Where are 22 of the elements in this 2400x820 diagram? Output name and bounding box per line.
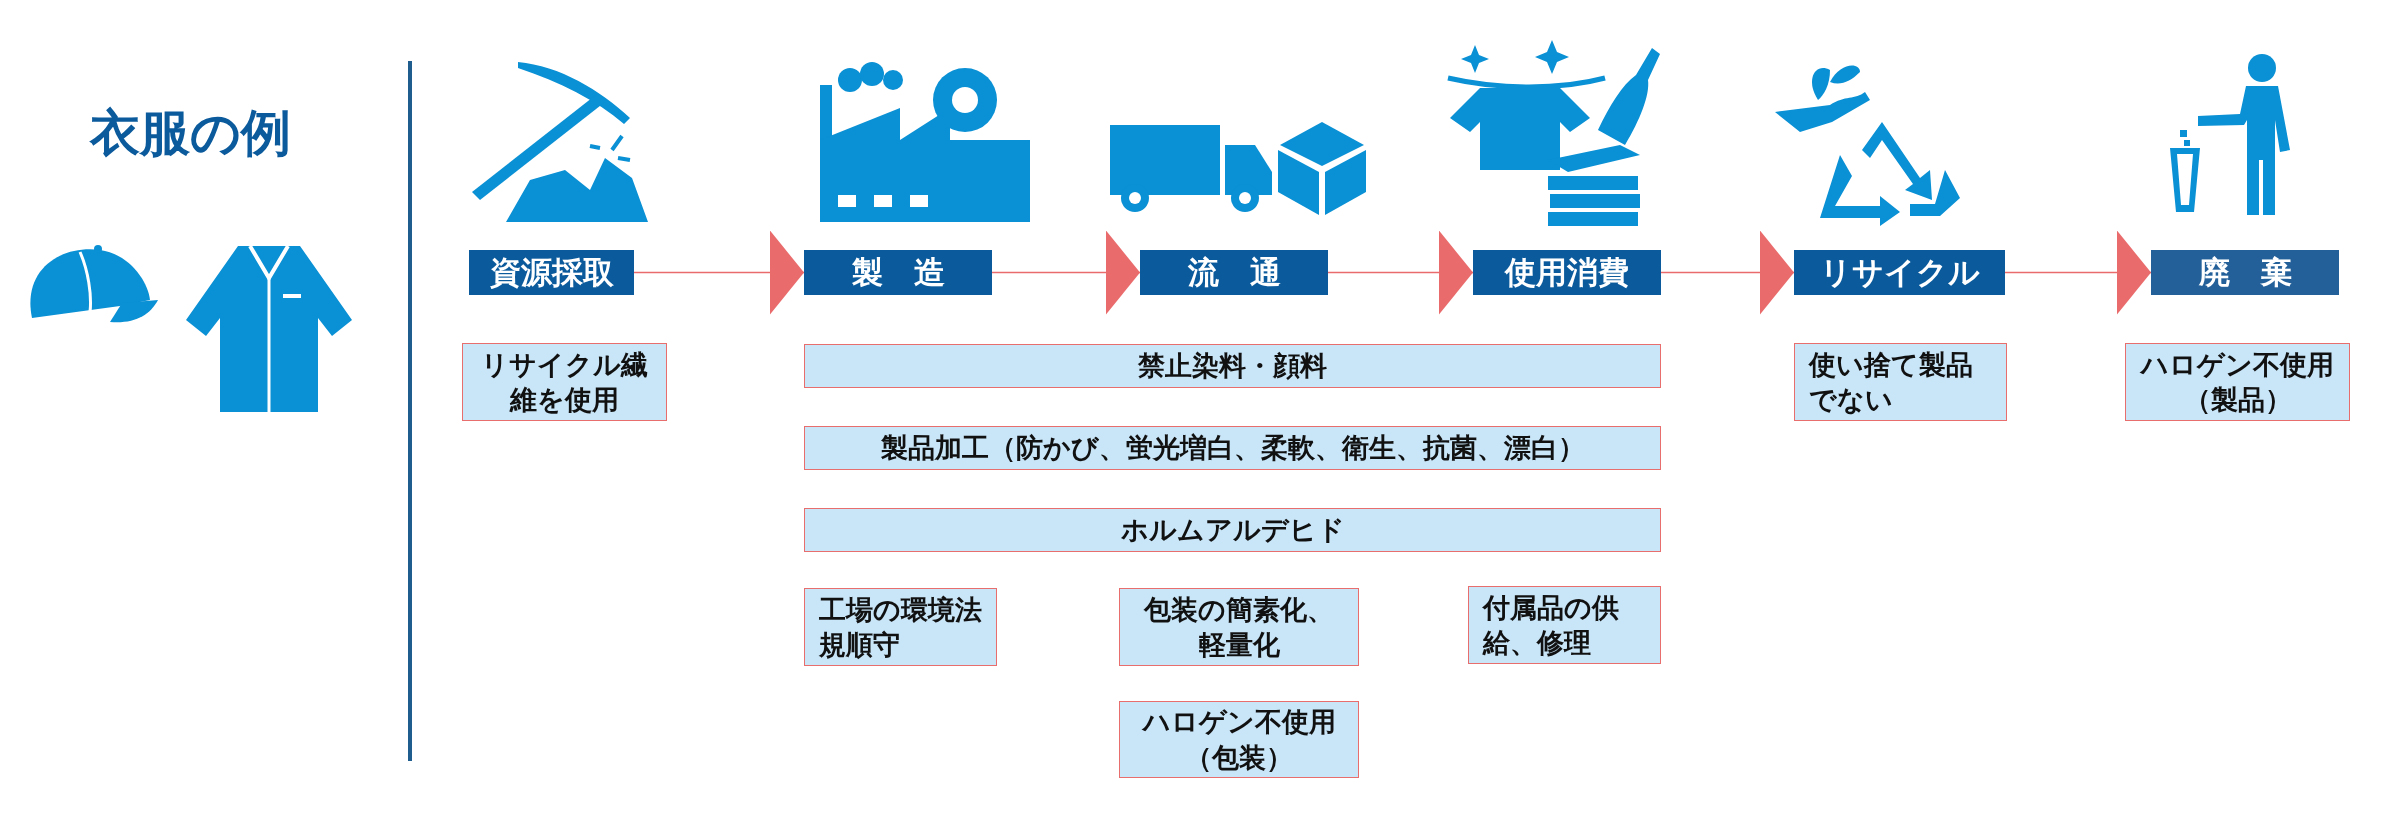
criteria-box: 禁止染料・顔料 — [804, 344, 1661, 388]
criteria-box: 工場の環境法規順守 — [804, 588, 997, 666]
arrow — [633, 230, 805, 315]
stage-label: 資源採取 — [469, 250, 634, 295]
criteria-box: ハロゲン不使用（包装） — [1119, 701, 1359, 778]
criteria-box: 製品加工（防かび、蛍光増白、柔軟、衛生、抗菌、漂白） — [804, 426, 1661, 470]
arrow — [1327, 230, 1474, 315]
criteria-box: 使い捨て製品でない — [1794, 343, 2007, 421]
arrow — [991, 230, 1141, 315]
criteria-box: 包装の簡素化、軽量化 — [1119, 588, 1359, 666]
stage-label: 流 通 — [1140, 250, 1328, 295]
arrow — [1660, 230, 1795, 315]
stage-label: 使用消費 — [1473, 250, 1661, 295]
stage-label: リサイクル — [1794, 250, 2005, 295]
stage-label: 廃 棄 — [2151, 250, 2339, 295]
stage-label: 製 造 — [804, 250, 992, 295]
criteria-box: 付属品の供給、修理 — [1468, 586, 1661, 664]
title: 衣服の例 — [88, 103, 292, 164]
criteria-box: ハロゲン不使用（製品） — [2125, 343, 2350, 421]
arrow — [2004, 230, 2152, 315]
criteria-box: リサイクル繊維を使用 — [462, 343, 667, 421]
criteria-box: ホルムアルデヒド — [804, 508, 1661, 552]
